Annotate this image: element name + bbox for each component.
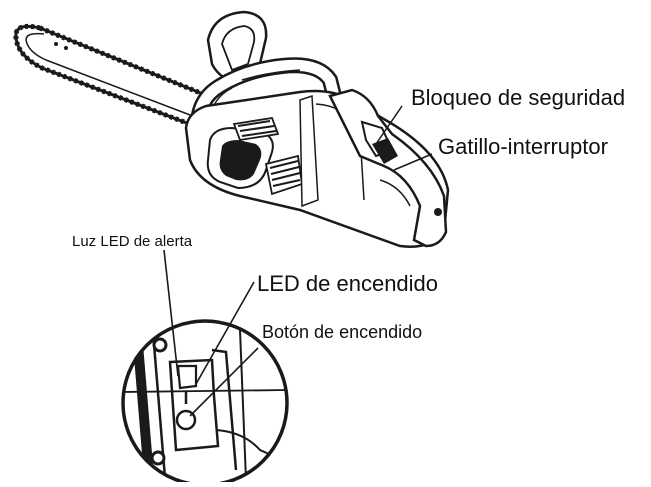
- rear-handle: [328, 88, 448, 248]
- leader-power-led: [195, 281, 255, 385]
- label-power-button: Botón de encendido: [262, 322, 423, 342]
- leader-trigger: [393, 153, 433, 171]
- label-alert-led: Luz LED de alerta: [72, 233, 193, 250]
- leader-power-button: [189, 347, 259, 417]
- leader-alert-led: [163, 249, 179, 377]
- label-power-led: LED de encendido: [257, 271, 439, 296]
- leader-safety-lock: [375, 105, 403, 145]
- label-trigger-switch: Gatillo-interruptor: [438, 134, 608, 159]
- label-safety-lock: Bloqueo de seguridad: [411, 85, 626, 110]
- detail-circle: [121, 319, 289, 487]
- guide-bar: [13, 23, 210, 131]
